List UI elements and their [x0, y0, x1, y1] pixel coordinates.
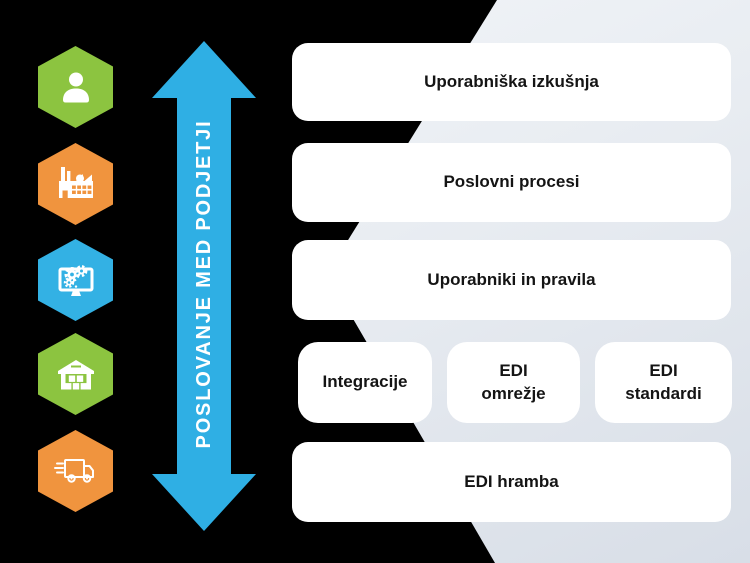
warehouse-icon [57, 360, 94, 390]
layer-business-processes: Poslovni procesi [292, 143, 731, 222]
gear-small [63, 277, 74, 288]
layer-label: EDI standardi [625, 361, 702, 403]
layer-edi-standards: EDI standardi [595, 342, 732, 423]
layer-label: Uporabniška izkušnja [424, 71, 599, 91]
monitor-gears-icon [58, 265, 93, 296]
gear-medium [75, 265, 87, 277]
double-arrow: POSLOVANJE MED PODJETJI [152, 41, 256, 531]
layer-edi-storage: EDI hramba [292, 442, 731, 522]
double-arrow-shape [152, 41, 256, 531]
arrow-label: POSLOVANJE MED PODJETJI [193, 120, 215, 449]
layer-label: Uporabniki in pravila [427, 269, 596, 289]
delivery-truck-icon [53, 459, 94, 483]
hexagon-warehouse [38, 333, 113, 415]
layer-label: EDI hramba [464, 471, 559, 491]
hexagon-factory [38, 143, 113, 225]
factory-icon [58, 167, 93, 198]
layer-users-and-rules: Uporabniki in pravila [292, 240, 731, 320]
layer-label: Poslovni procesi [443, 172, 580, 192]
person-icon [62, 72, 89, 103]
hexagon-software [38, 239, 113, 321]
layer-user-experience: Uporabniška izkušnja [292, 43, 731, 121]
layer-label: EDI omrežje [481, 361, 546, 403]
layer-edi-network: EDI omrežje [447, 342, 580, 423]
hexagon-delivery [38, 430, 113, 512]
layer-integrations: Integracije [298, 342, 432, 423]
hexagon-users [38, 46, 113, 128]
layer-label: Integracije [322, 372, 408, 392]
